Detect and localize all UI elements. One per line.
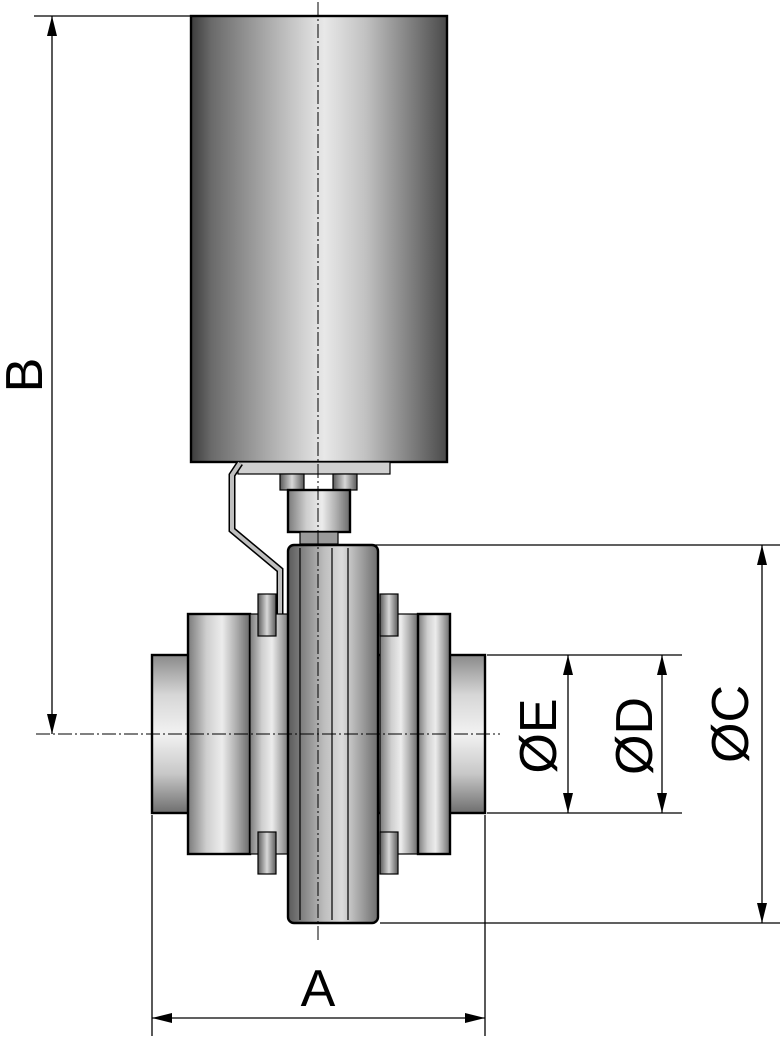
dimension-e: ØE — [510, 655, 573, 813]
extension-lines — [34, 15, 780, 1036]
actuator-cylinder — [189, 14, 449, 464]
dimension-c-label: ØC — [702, 685, 760, 763]
dimension-b: B — [0, 16, 57, 734]
dimension-d-label: ØD — [606, 697, 664, 775]
dimension-a-label: A — [301, 960, 336, 1018]
mounting-bracket — [228, 461, 391, 660]
flange-bolts — [257, 593, 399, 875]
center-lines — [36, 2, 500, 940]
dimension-e-label: ØE — [510, 698, 568, 773]
dimension-d: ØD — [606, 655, 667, 813]
dimension-c: ØC — [702, 545, 767, 923]
stem-coupling — [279, 473, 358, 545]
dimension-a: A — [152, 960, 485, 1023]
dimension-b-label: B — [0, 358, 54, 393]
